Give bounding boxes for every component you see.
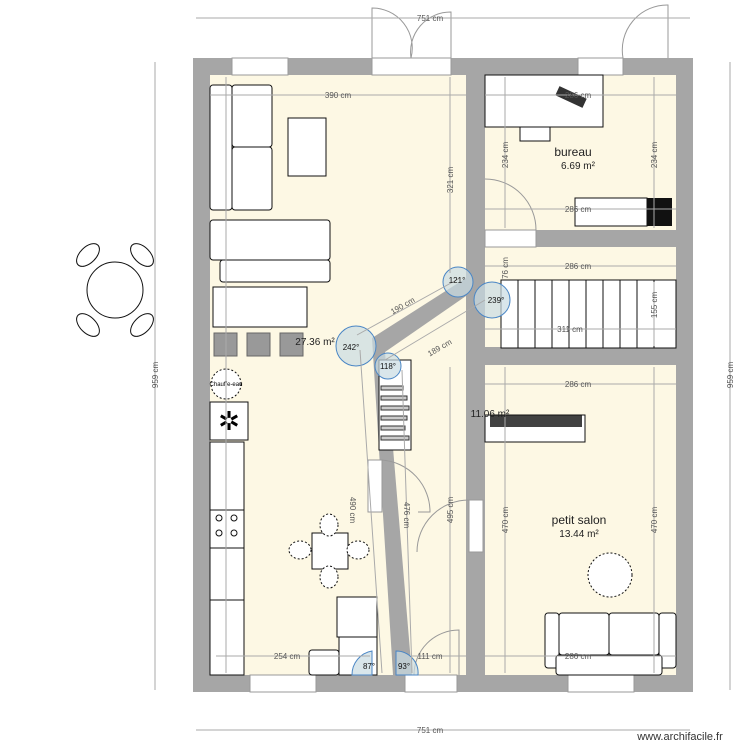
dim-bureau-left: 234 cm — [501, 142, 510, 169]
dim-main-left: 490 cm — [348, 497, 357, 524]
dim-bureau-bottom: 286 cm — [565, 205, 592, 214]
dim-salon-right: 470 cm — [650, 507, 659, 534]
dimension-lines — [154, 17, 731, 731]
door-swing — [371, 4, 669, 59]
table-icon — [311, 532, 349, 570]
angle-87: 87° — [363, 662, 375, 671]
printer-icon — [647, 198, 672, 226]
bureau-area: 6.69 m² — [561, 161, 596, 172]
dim-main-right: 321 cm — [446, 167, 455, 194]
keyboard-icon — [555, 86, 587, 108]
window — [404, 674, 458, 693]
counter — [209, 547, 245, 601]
dim-hall-height: 495 cm — [446, 497, 455, 524]
piano-keys — [490, 415, 582, 427]
door-bureau[interactable] — [484, 229, 537, 248]
hall-area: 11.06 m² — [471, 409, 510, 420]
window — [231, 57, 289, 76]
dim-height-left: 959 cm — [151, 362, 160, 389]
angle-markers — [335, 266, 511, 676]
dim-stairs-top: 286 cm — [565, 262, 592, 271]
door-kitchen[interactable] — [367, 459, 383, 513]
window — [249, 674, 317, 693]
dim-bureau-top: 286 cm — [565, 91, 592, 100]
french-door[interactable] — [371, 57, 452, 76]
sink-icon — [209, 599, 245, 676]
dim-stairs-width: 155 cm — [650, 292, 659, 319]
dim-bureau-right: 234 cm — [650, 142, 659, 169]
books — [380, 385, 410, 441]
window — [567, 674, 635, 693]
chairs — [288, 513, 370, 589]
angle-239: 239° — [488, 296, 505, 305]
main-area: 27.36 m² — [295, 337, 335, 348]
washer-icon — [209, 441, 245, 513]
dim-hall-bottom: 111 cm — [417, 652, 442, 661]
angle-93: 93° — [398, 662, 410, 671]
fridge-freezer — [336, 596, 378, 638]
coffee-table — [287, 117, 327, 177]
tv-unit — [212, 286, 308, 328]
snowflake-fridge-icon — [209, 401, 249, 441]
salon-name: petit salon — [552, 513, 607, 527]
dim-width-top: 751 cm — [417, 14, 444, 23]
angle-121: 121° — [449, 276, 466, 285]
dim-stairs-length: 311 cm — [557, 325, 583, 334]
door-swing — [381, 178, 537, 676]
angle-118: 118° — [380, 362, 396, 371]
dim-stairs-left: 76 cm — [501, 257, 510, 279]
watermark: www.archifacile.fr — [636, 731, 723, 743]
dim-width-bottom: 751 cm — [417, 726, 444, 735]
door-salon[interactable] — [468, 499, 484, 553]
staircase — [500, 279, 677, 349]
dim-main-bottom: 254 cm — [274, 652, 301, 661]
office-chair — [519, 126, 551, 142]
dim-main-top: 390 cm — [325, 91, 352, 100]
door[interactable] — [577, 57, 624, 76]
bureau-name: bureau — [554, 145, 591, 159]
outdoor-table — [76, 243, 154, 337]
sofa-icon — [544, 612, 677, 676]
cabinet — [574, 197, 648, 227]
dim-height-right: 959 cm — [726, 362, 735, 389]
dim-salon-top: 286 cm — [565, 380, 592, 389]
stove-icon — [209, 509, 245, 549]
salon-area: 13.44 m² — [559, 529, 599, 540]
wall — [466, 296, 485, 675]
angle-242: 242° — [343, 343, 360, 352]
oven — [308, 649, 340, 676]
stools — [213, 332, 304, 357]
round-table — [587, 552, 633, 598]
dim-hall-476: 476 cm — [402, 502, 411, 529]
snowflake-glyph: ✲ — [218, 406, 240, 436]
dim-salon-bottom: 286 cm — [565, 652, 592, 661]
dim-salon-left: 470 cm — [501, 507, 510, 534]
